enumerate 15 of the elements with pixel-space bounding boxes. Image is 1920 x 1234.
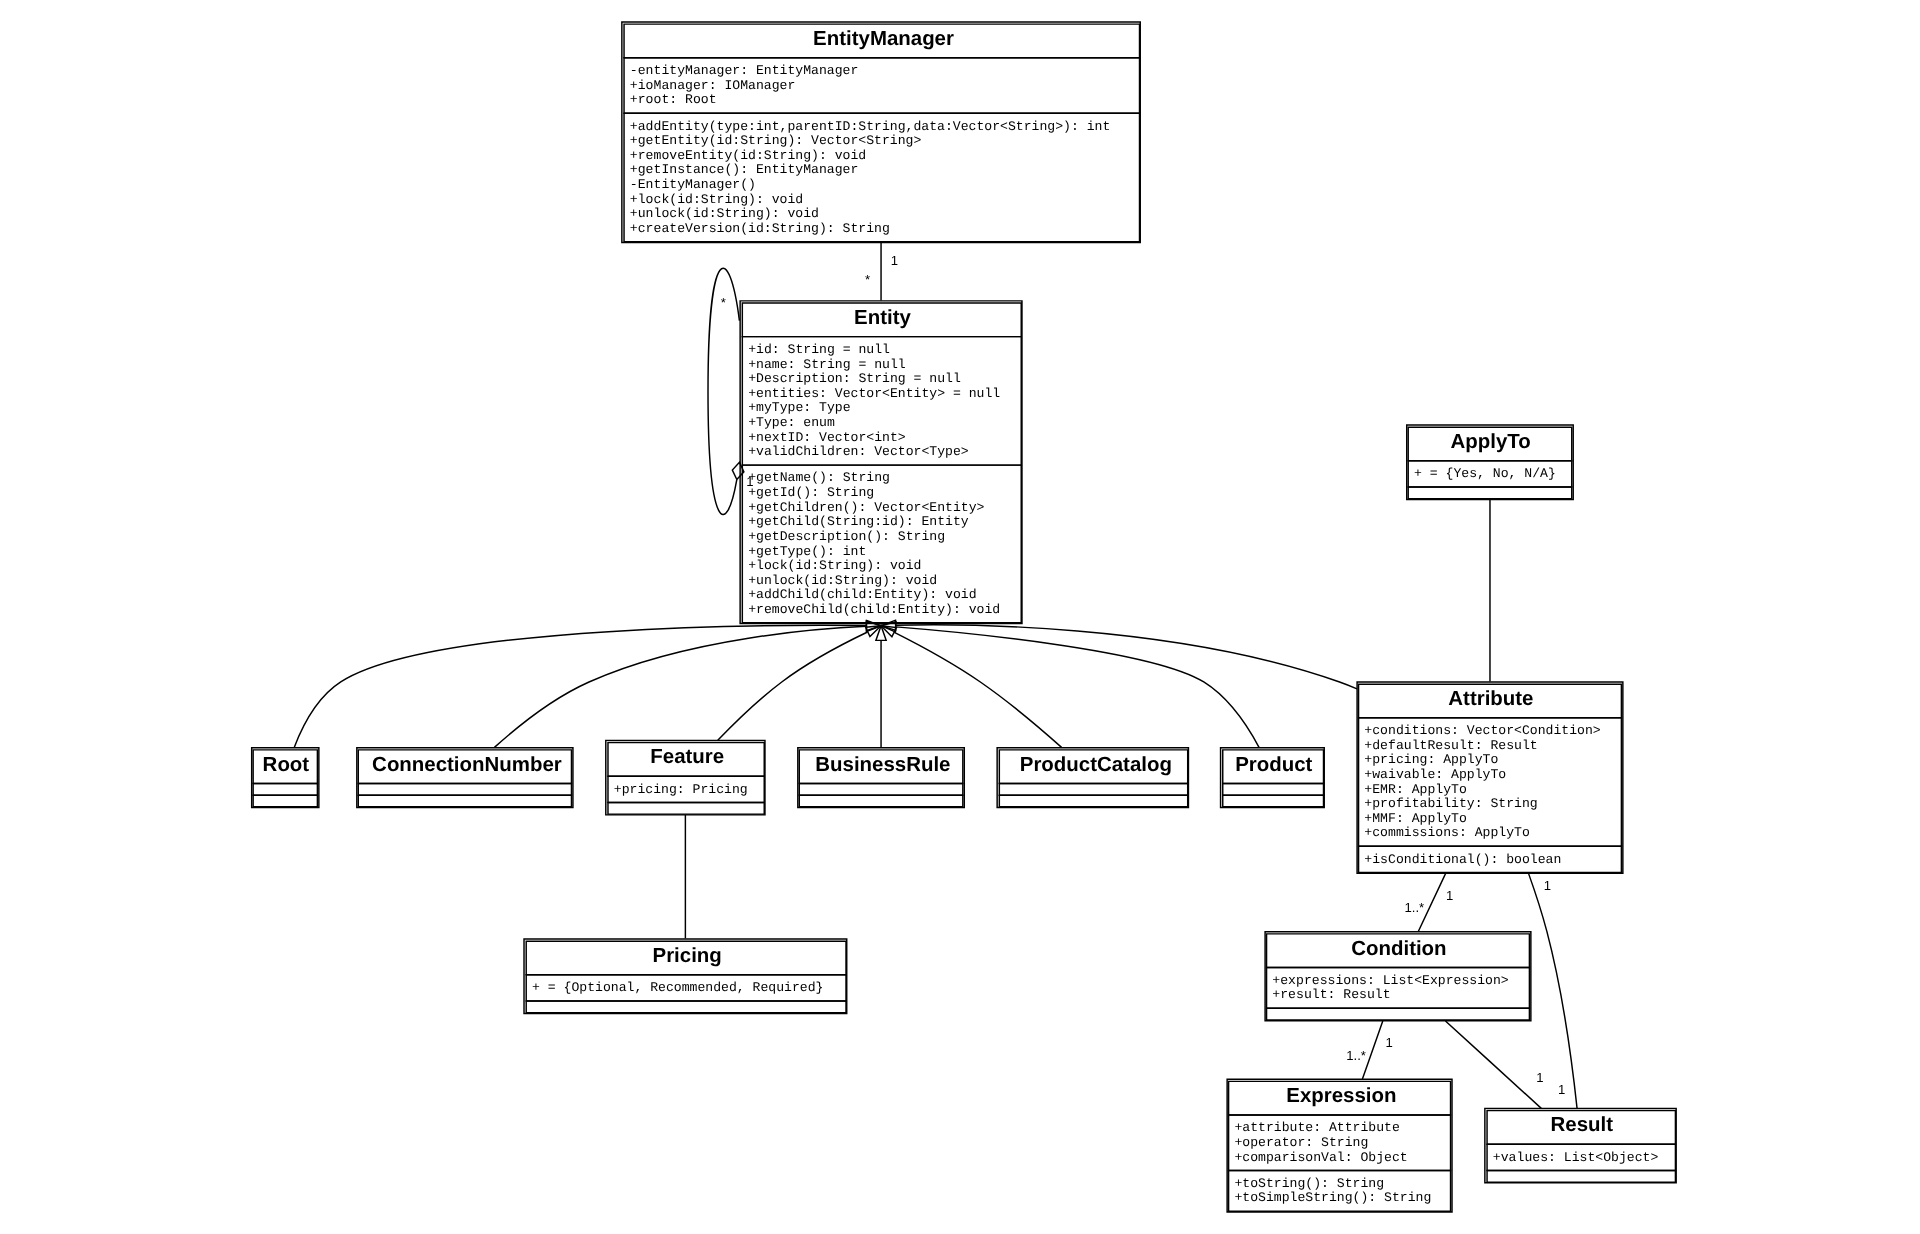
arrow	[878, 624, 1062, 749]
arrow	[292, 619, 883, 749]
arrow	[716, 624, 883, 742]
connector	[1488, 498, 1490, 683]
connector	[1526, 872, 1577, 1110]
connector	[1360, 1020, 1383, 1080]
arrow	[877, 620, 1259, 749]
connector	[706, 267, 744, 515]
arrow	[492, 620, 883, 749]
connector	[1443, 1020, 1541, 1110]
connector	[879, 241, 881, 302]
connector	[1416, 872, 1446, 933]
connector	[683, 814, 686, 940]
arrow	[873, 623, 887, 748]
arrow	[877, 619, 1357, 690]
